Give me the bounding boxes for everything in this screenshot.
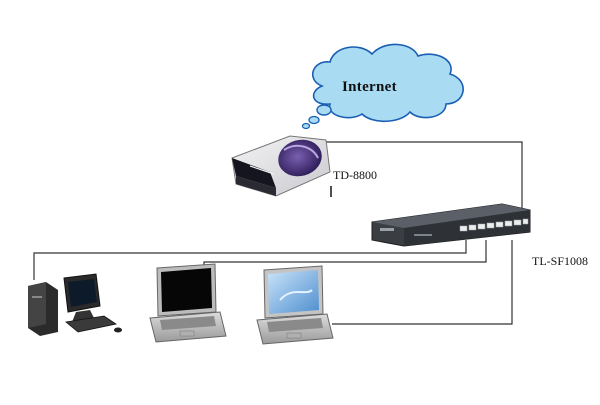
- desktop-computer: [28, 273, 122, 336]
- modem-device: [231, 135, 331, 197]
- cloud-bubble-small: [301, 122, 311, 130]
- internet-cloud: [301, 43, 464, 130]
- cloud-bubble-large: [316, 104, 332, 116]
- laptop-dark: [149, 263, 227, 343]
- laptop-blue: [256, 265, 334, 345]
- cloud-bubble-medium: [308, 115, 320, 125]
- cable-switch-to-desktop: [33, 240, 467, 280]
- cable-switch-to-laptop-1: [203, 240, 487, 268]
- modem-label: TD-8800: [333, 168, 377, 182]
- cloud-shape: [311, 43, 464, 123]
- cable-switch-to-laptop-2: [332, 240, 513, 325]
- cable-modem-to-switch: [318, 141, 523, 232]
- cables: [33, 141, 523, 325]
- switch-label: TL-SF1008: [532, 254, 589, 268]
- switch-device: [371, 203, 531, 247]
- internet-label: Internet: [342, 79, 397, 95]
